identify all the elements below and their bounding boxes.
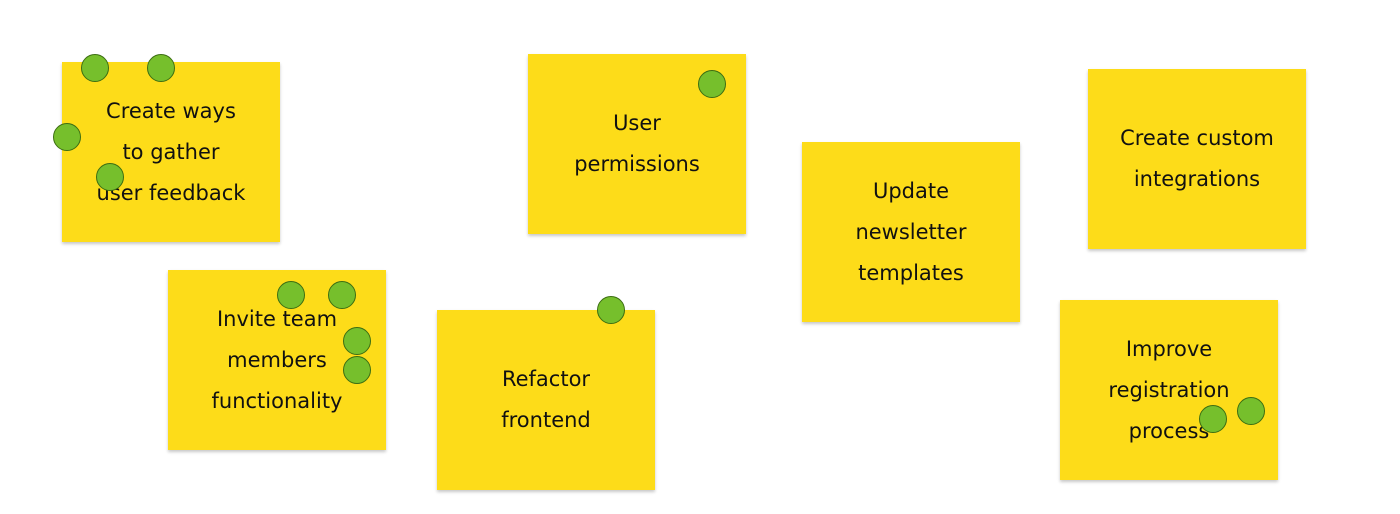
sticky-note-text: Refactor frontend	[501, 367, 591, 432]
sticky-note-update-newsletter[interactable]: Update newsletter templates	[802, 142, 1020, 322]
sticky-note-gather-feedback[interactable]: Create ways to gather user feedback	[62, 62, 280, 242]
vote-dot[interactable]	[343, 356, 371, 384]
sticky-note-text: Invite team members functionality	[211, 306, 343, 413]
vote-dot[interactable]	[1199, 405, 1227, 433]
sticky-note-text: Create ways to gather user feedback	[96, 98, 246, 205]
vote-dot[interactable]	[343, 327, 371, 355]
vote-dot[interactable]	[147, 54, 175, 82]
vote-dot[interactable]	[328, 281, 356, 309]
sticky-note-refactor-frontend[interactable]: Refactor frontend	[437, 310, 655, 490]
sticky-note-user-permissions[interactable]: User permissions	[528, 54, 746, 234]
vote-dot[interactable]	[277, 281, 305, 309]
sticky-note-custom-integrations[interactable]: Create custom integrations	[1088, 69, 1306, 249]
sticky-note-text: User permissions	[574, 111, 700, 176]
vote-dot[interactable]	[597, 296, 625, 324]
vote-dot[interactable]	[96, 163, 124, 191]
sticky-note-text: Update newsletter templates	[855, 178, 967, 285]
vote-dot[interactable]	[53, 123, 81, 151]
sticky-note-text: Improve registration process	[1108, 336, 1230, 443]
sticky-note-text: Create custom integrations	[1120, 126, 1274, 191]
vote-dot[interactable]	[1237, 397, 1265, 425]
sticky-note-improve-registration[interactable]: Improve registration process	[1060, 300, 1278, 480]
vote-dot[interactable]	[698, 70, 726, 98]
vote-dot[interactable]	[81, 54, 109, 82]
